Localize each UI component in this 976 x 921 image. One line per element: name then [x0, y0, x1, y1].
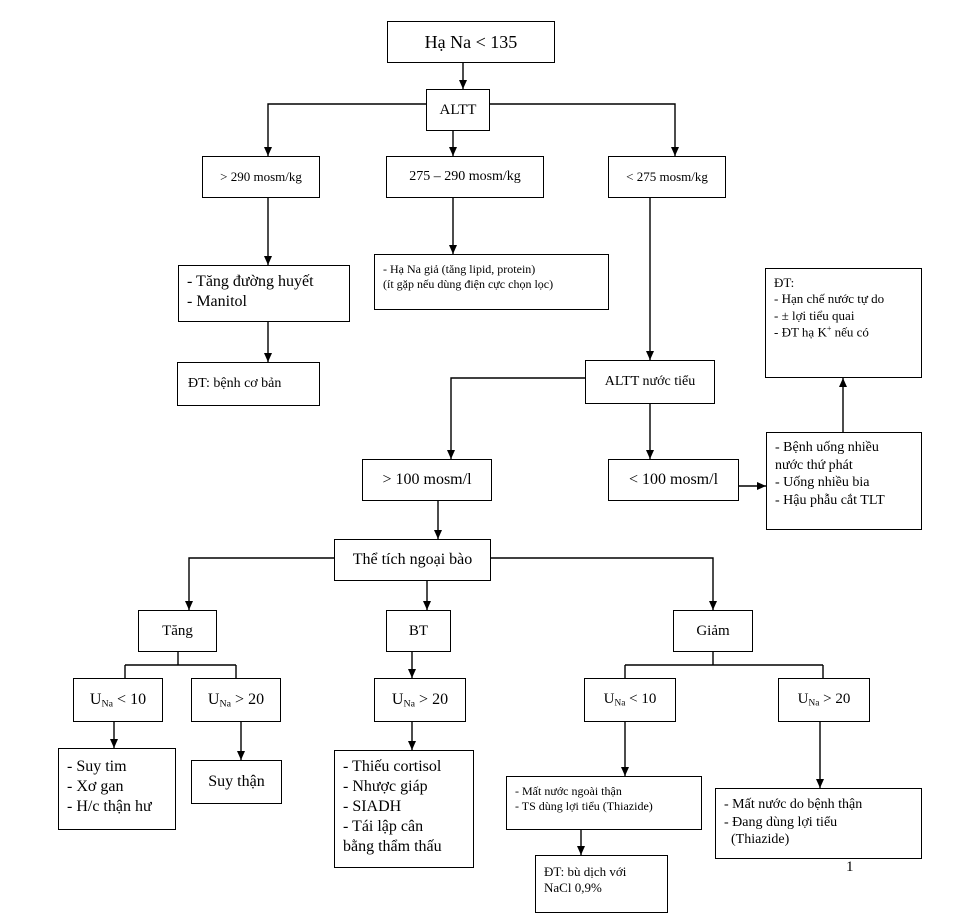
urine-low-causes-node: - Bệnh uống nhiều nước thứ phát - Uống n…	[766, 432, 922, 530]
urine-low-treatment-node: ĐT: - Hạn chế nước tự do - ± lợi tiểu qu…	[765, 268, 922, 378]
increased-lt10-causes-node: - Suy tim - Xơ gan - H/c thận hư	[58, 748, 176, 830]
ecv-decreased-node: Giảm	[673, 610, 753, 652]
page-number: 1	[846, 859, 854, 875]
ecv-normal-node: BT	[386, 610, 451, 652]
root-node: Hạ Na < 135	[387, 21, 555, 63]
osm-mid-node: 275 – 290 mosm/kg	[386, 156, 544, 198]
una-increased-lt10-node: UNa < 10	[73, 678, 163, 722]
ecv-node: Thể tích ngoại bào	[334, 539, 491, 581]
urine-high-node: > 100 mosm/l	[362, 459, 492, 501]
una-decreased-lt10-node: UNa < 10	[584, 678, 676, 722]
decreased-lt10-causes-node: - Mất nước ngoài thận - TS dùng lợi tiểu…	[506, 776, 702, 830]
ecv-increased-node: Tăng	[138, 610, 217, 652]
decreased-lt10-treatment-node: ĐT: bù dịch với NaCl 0,9%	[535, 855, 668, 913]
connector-14	[185, 557, 334, 610]
high-causes-node: - Tăng đường huyết - Manitol	[178, 265, 350, 322]
una-decreased-gt20-node: UNa > 20	[778, 678, 870, 722]
decreased-gt20-causes-node: - Mất nước do bệnh thận - Đang dùng lợi …	[715, 788, 922, 859]
urine-low-node: < 100 mosm/l	[608, 459, 739, 501]
osm-low-node: < 275 mosm/kg	[608, 156, 726, 198]
altt-node: ALTT	[426, 89, 490, 131]
mid-causes-node: - Hạ Na giả (tăng lipid, protein) (ít gặ…	[374, 254, 609, 310]
high-treatment-node: ĐT: bệnh cơ bản	[177, 362, 320, 406]
connector-15	[491, 557, 717, 610]
connector-3	[490, 103, 679, 156]
osm-high-node: > 290 mosm/kg	[202, 156, 320, 198]
urine-osm-node: ALTT nước tiểu	[585, 360, 715, 404]
increased-gt20-causes-node: Suy thận	[191, 760, 282, 804]
una-increased-gt20-node: UNa > 20	[191, 678, 281, 722]
connector-2	[264, 103, 426, 156]
normal-causes-node: - Thiếu cortisol - Nhược giáp - SIADH - …	[334, 750, 474, 868]
connector-9	[447, 377, 585, 459]
una-normal-gt20-node: UNa > 20	[374, 678, 466, 722]
